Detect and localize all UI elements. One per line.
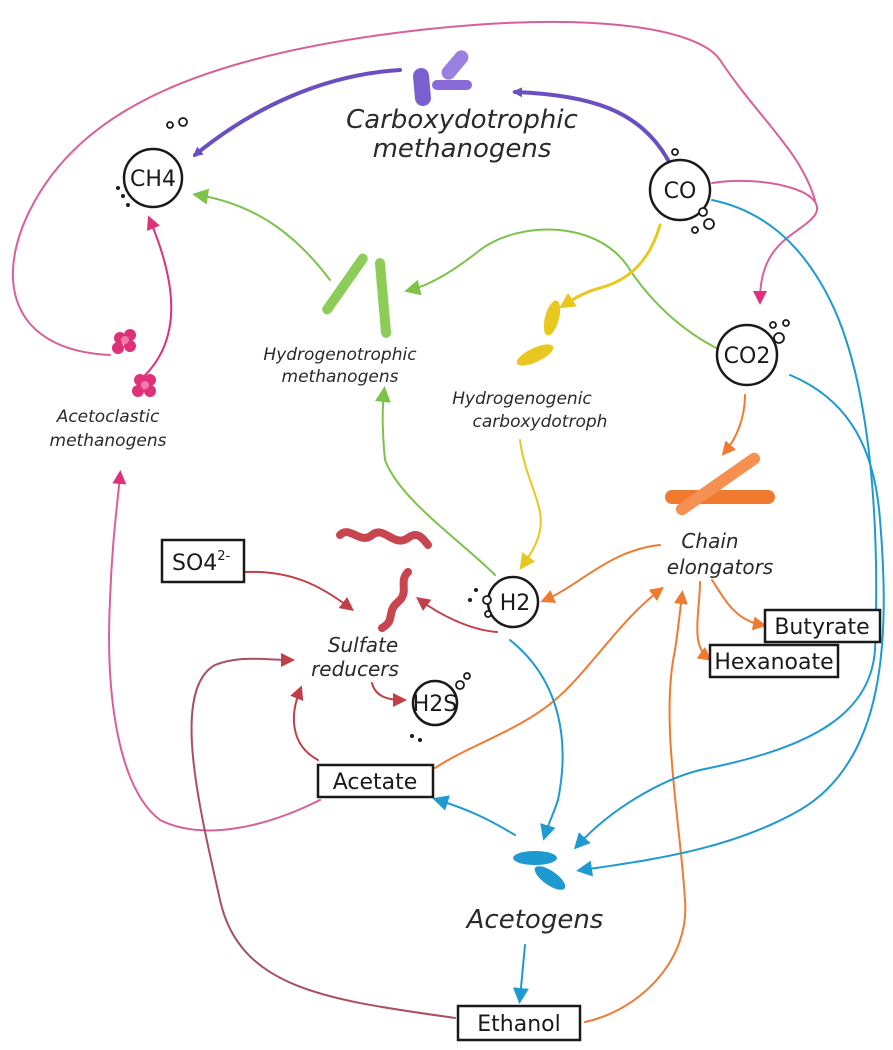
acetate-box: Acetate bbox=[316, 763, 435, 799]
orange-arrow-chain-to-h2 bbox=[540, 544, 661, 603]
acetogen-cells bbox=[513, 851, 566, 890]
carboxydotrophic-label-1: Carboxydotrophic bbox=[346, 105, 578, 135]
acetoclastic-cells bbox=[112, 329, 156, 397]
co2-molecule: CO2 bbox=[715, 319, 790, 387]
blue-arrow-h2-to-acetogens bbox=[509, 639, 564, 841]
sulfate-label-2: reducers bbox=[311, 657, 399, 681]
orange-arrow-co2-to-chain bbox=[721, 394, 746, 456]
pink-arrow-acetoclastic-to-ch4 bbox=[139, 215, 173, 381]
butyrate-box: Butyrate bbox=[763, 608, 882, 644]
ethanol-label: Ethanol bbox=[477, 1012, 560, 1037]
sulfate-reducer-cell-2 bbox=[378, 568, 412, 632]
yellow-arrow-hydrogenogenic-to-h2 bbox=[519, 439, 542, 570]
acetoclastic-label-2: methanogens bbox=[50, 431, 167, 451]
carboxydotrophic-cell-2 bbox=[441, 50, 469, 80]
green-arrow-hydrogenotrophic-to-ch4 bbox=[192, 188, 331, 281]
ch4-label: CH4 bbox=[130, 167, 176, 192]
acetoclastic-cluster-2 bbox=[132, 374, 156, 397]
red-arrow-so4-to-sulfate bbox=[244, 570, 354, 612]
co2-label: CO2 bbox=[724, 344, 771, 369]
hydrogenogenic-cells bbox=[516, 300, 561, 366]
h2-molecule: H2 bbox=[468, 575, 540, 629]
pink-outer-loop bbox=[11, 20, 816, 356]
orange-arrow-chain-to-butyrate bbox=[711, 579, 767, 631]
blue-arrow-acetogens-to-acetate bbox=[432, 795, 516, 836]
chain-label-1: Chain bbox=[681, 529, 738, 553]
acetogen-cell-2 bbox=[534, 866, 566, 890]
blue-arrow-co2-to-acetogens bbox=[576, 374, 885, 877]
hexanoate-label: Hexanoate bbox=[714, 650, 833, 675]
ethanol-box: Ethanol bbox=[456, 1004, 582, 1042]
purple-arrow-co-to-carboxydotrophic bbox=[512, 87, 670, 162]
hydrogenotrophic-cells bbox=[322, 253, 392, 338]
chain-label-2: elongators bbox=[667, 555, 773, 579]
hydrogenotrophic-cell-1 bbox=[322, 253, 368, 315]
red-arrow-sulfate-to-h2s bbox=[371, 682, 407, 707]
h2s-label: H2S bbox=[413, 692, 458, 717]
blue-arrow-co-to-acetogens bbox=[573, 199, 878, 850]
orange-arrow-chain-to-hexanoate bbox=[696, 581, 713, 661]
blue-arrow-acetogens-to-ethanol bbox=[512, 944, 529, 1004]
carboxydotrophic-cells bbox=[413, 50, 472, 106]
yellow-arrow-co-to-hydrogenogenic bbox=[558, 223, 662, 309]
orange-arrow-acetate-to-chain bbox=[434, 586, 664, 769]
h2s-molecule: H2S bbox=[410, 672, 471, 742]
acetoclastic-cluster-1 bbox=[112, 329, 136, 354]
acetogens-label: Acetogens bbox=[465, 905, 604, 935]
chain-elongator-cell-1 bbox=[665, 490, 775, 504]
acetoclastic-label-1: Acetoclastic bbox=[56, 407, 160, 427]
red-arrow-h2-to-sulfate bbox=[415, 597, 498, 633]
red-arrow-ethanol-to-sulfate bbox=[190, 652, 456, 1019]
hydrogenogenic-label-1: Hydrogenogenic bbox=[452, 389, 592, 409]
so4-label: SO42- bbox=[172, 549, 231, 576]
acetogen-cell-1 bbox=[513, 851, 557, 865]
butyrate-label: Butyrate bbox=[774, 615, 869, 640]
purple-arrow-carboxydotrophic-to-ch4 bbox=[192, 68, 402, 157]
hydrogenotrophic-cell-2 bbox=[374, 258, 392, 338]
hydrogenogenic-cell-2 bbox=[516, 344, 554, 366]
red-arrow-acetate-to-sulfate bbox=[290, 685, 319, 761]
carboxydotrophic-label-2: methanogens bbox=[373, 134, 552, 164]
hydrogenotrophic-label-1: Hydrogenotrophic bbox=[263, 345, 417, 365]
hexanoate-box: Hexanoate bbox=[708, 643, 840, 679]
so4-box: SO42- bbox=[160, 538, 246, 584]
chain-elongator-cell-2 bbox=[675, 452, 761, 516]
co-label: CO bbox=[664, 179, 697, 204]
hydrogenotrophic-label-2: methanogens bbox=[282, 367, 399, 387]
green-arrow-h2-to-hydrogenotrophic bbox=[374, 386, 496, 576]
chain-elongator-cells bbox=[665, 452, 775, 516]
carboxydotrophic-cell-3 bbox=[432, 80, 472, 90]
sulfate-label-1: Sulfate bbox=[328, 633, 398, 657]
orange-arrow-ethanol-to-chain bbox=[584, 590, 688, 1023]
hydrogenogenic-label-2: carboxydotroph bbox=[473, 412, 608, 432]
green-arrow-co-co2-to-hydrogenotrophic bbox=[404, 228, 721, 351]
pink-arrow-acetate-to-acetoclastic bbox=[108, 470, 321, 832]
h2-label: H2 bbox=[500, 591, 531, 616]
sulfate-reducer-cells bbox=[336, 528, 432, 632]
co-molecule: CO bbox=[648, 148, 715, 234]
hydrogenogenic-cell-1 bbox=[543, 300, 561, 336]
pink-loop-co-to-co2 bbox=[711, 179, 818, 305]
sulfate-reducer-cell-1 bbox=[336, 528, 432, 549]
acetate-label: Acetate bbox=[333, 770, 418, 795]
carboxydotrophic-cell-1 bbox=[413, 68, 431, 106]
ch4-molecule: CH4 bbox=[116, 117, 188, 209]
